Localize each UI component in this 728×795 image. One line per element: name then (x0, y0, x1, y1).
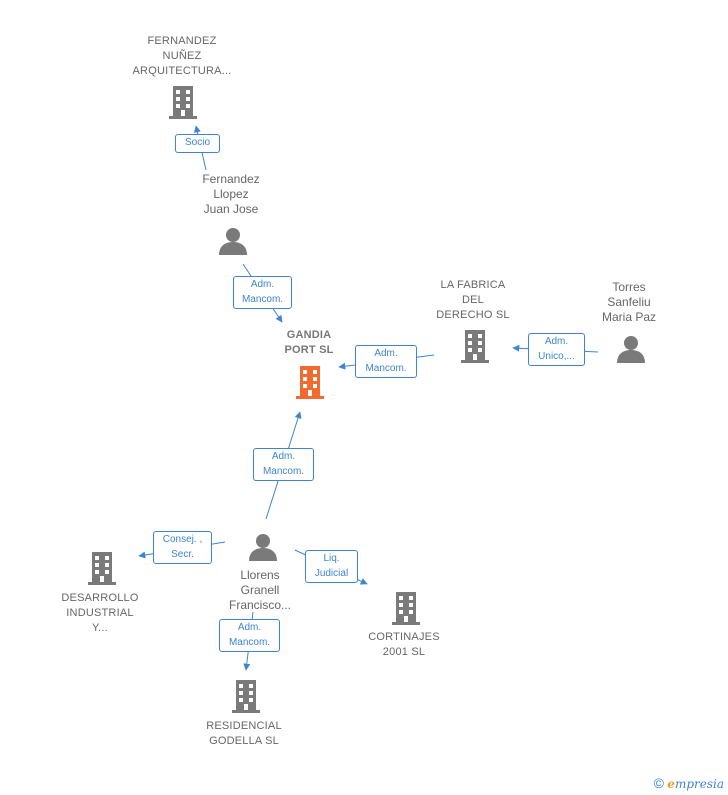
node-label: RESIDENCIAL GODELLA SL (206, 720, 282, 747)
node-label: LA FABRICA DEL DERECHO SL (436, 279, 510, 321)
relation-consej-secr[interactable]: Consej. , Secr. (153, 531, 212, 564)
relation-adm-mancom-residencial[interactable]: Adm. Mancom. (219, 619, 280, 652)
building-icon (232, 680, 260, 713)
node-label: FERNANDEZ NUÑEZ ARQUITECTURA... (132, 35, 232, 77)
relation-socio[interactable]: Socio (175, 134, 220, 153)
relation-adm-unico-torres[interactable]: Adm. Unico,... (528, 333, 585, 366)
building-icon-main (296, 366, 324, 399)
empresia-logo: © empresia (653, 775, 724, 791)
building-icon (392, 592, 420, 625)
person-icon (219, 228, 247, 255)
building-icon (88, 552, 116, 585)
node-label: DESARROLLO INDUSTRIAL Y... (61, 592, 139, 634)
building-icon (169, 86, 197, 119)
node-label: Llorens Granell Francisco... (228, 568, 292, 612)
person-icon (617, 336, 645, 363)
node-label: Torres Sanfeliu Maria Paz (601, 280, 657, 324)
relation-adm-mancom-fabrica[interactable]: Adm. Mancom. (355, 345, 417, 378)
building-icon (461, 330, 489, 363)
relation-adm-mancom-llopez[interactable]: Adm. Mancom. (233, 276, 292, 309)
node-label: Fernandez Llopez Juan Jose (202, 172, 260, 216)
node-label: CORTINAJES 2001 SL (368, 631, 440, 658)
relation-adm-mancom-llorens[interactable]: Adm. Mancom. (253, 448, 314, 481)
relation-liq-judicial[interactable]: Liq. Judicial (305, 550, 358, 583)
node-label: GANDIA PORT SL (284, 329, 334, 356)
person-icon (249, 534, 277, 561)
